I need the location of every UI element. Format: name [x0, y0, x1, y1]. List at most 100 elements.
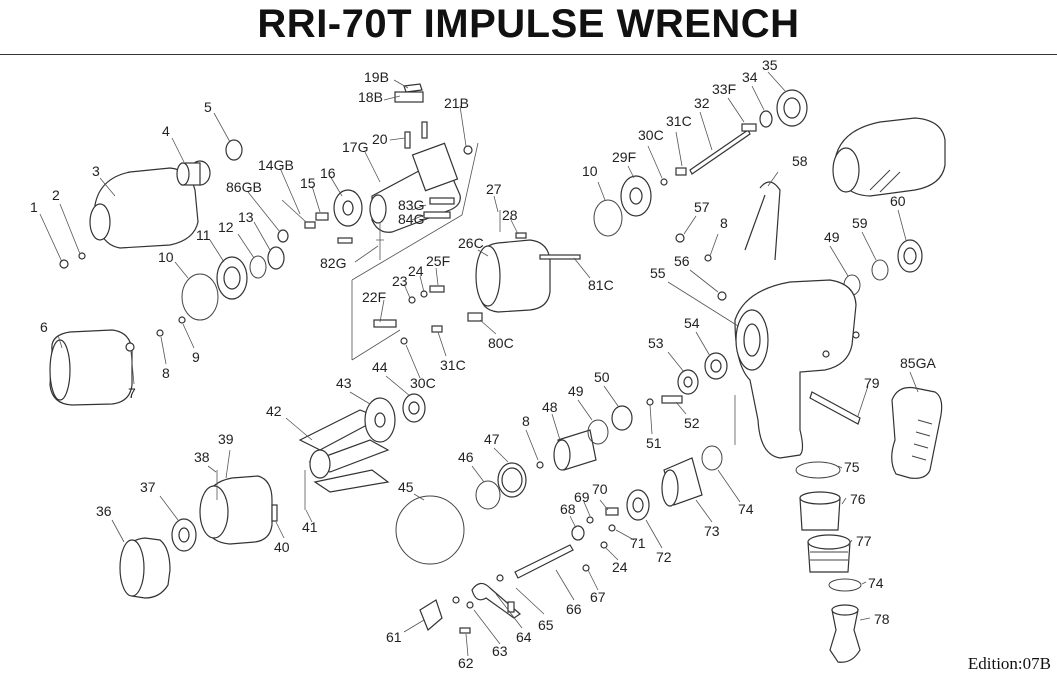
part-80c: [467, 312, 483, 322]
edition-label: Edition:07B: [967, 654, 1051, 673]
part-8b: [304, 221, 316, 229]
label: 9: [192, 349, 200, 365]
part-oring-74b: [828, 578, 862, 592]
label: 77: [856, 533, 872, 549]
label: 28: [502, 207, 518, 223]
part-56: [717, 291, 727, 301]
part-19b: [403, 83, 423, 93]
part-28: [515, 232, 527, 239]
label: 32: [694, 95, 710, 111]
label: 54: [684, 315, 700, 331]
label: 83G: [398, 197, 424, 213]
part-hammer-case: [89, 167, 199, 249]
part-9: [178, 316, 186, 324]
part-18b: [394, 91, 424, 103]
label: 74: [868, 575, 884, 591]
part-pin-16b: [337, 237, 353, 244]
part-86gb: [277, 229, 289, 243]
part-15: [315, 212, 329, 221]
label: 75: [844, 459, 860, 475]
label: 31C: [440, 357, 466, 373]
part-32: [689, 129, 751, 175]
label: 33F: [712, 81, 736, 97]
label: 27: [486, 181, 502, 197]
part-oring-10b: [593, 199, 623, 237]
part-64b: [507, 601, 515, 613]
label: 37: [140, 479, 156, 495]
label: 1: [30, 199, 38, 215]
label: 40: [274, 539, 290, 555]
label: 4: [162, 123, 170, 139]
label: 49: [824, 229, 840, 245]
label: 53: [648, 335, 664, 351]
part-rotor-42: [298, 409, 390, 493]
label: 68: [560, 501, 576, 517]
part-cylinder-cover-11: [216, 256, 248, 300]
part-8d: [536, 461, 544, 469]
part-number-labels: 1 2 3 4 5 6 7 8 9 10 11 12 13 14GB 86GB …: [30, 57, 936, 671]
part-63: [466, 601, 474, 609]
part-31c: [675, 167, 687, 176]
label: 14GB: [258, 157, 294, 173]
label: 84G: [398, 211, 424, 227]
part-24b: [600, 541, 608, 549]
part-oring-75: [795, 461, 841, 479]
label: 36: [96, 503, 112, 519]
part-grip-85ga: [891, 386, 943, 479]
page-title: RRI-70T IMPULSE WRENCH: [257, 2, 800, 46]
part-bearing-44: [402, 393, 426, 423]
label: 85GA: [900, 355, 936, 371]
label: 41: [302, 519, 318, 535]
part-oring-10: [181, 273, 219, 321]
part-31c-low: [431, 325, 443, 333]
part-52: [661, 395, 683, 404]
part-22f: [373, 319, 397, 328]
part-48: [553, 429, 597, 471]
label: 16: [320, 165, 336, 181]
label: 8: [720, 215, 728, 231]
part-25f: [429, 285, 445, 293]
part-62: [459, 627, 471, 634]
label: 6: [40, 319, 48, 335]
part-23: [408, 296, 416, 304]
part-73: [661, 457, 703, 507]
label: 15: [300, 175, 316, 191]
label: 18B: [358, 89, 383, 105]
part-oring-12: [249, 255, 267, 279]
label: 82G: [320, 255, 346, 271]
label: 35: [762, 57, 778, 73]
part-oring-59: [871, 259, 889, 281]
label: 24: [612, 559, 628, 575]
part-33f: [741, 123, 757, 132]
label: 71: [630, 535, 646, 551]
label: 29F: [612, 149, 636, 165]
part-21b: [463, 145, 473, 155]
label: 30C: [638, 127, 664, 143]
label: 52: [684, 415, 700, 431]
label: 30C: [410, 375, 436, 391]
part-70: [605, 507, 619, 516]
part-54: [704, 352, 728, 380]
part-53: [677, 369, 699, 395]
part-washer-2: [78, 252, 86, 260]
part-68: [571, 525, 585, 541]
label: 5: [204, 99, 212, 115]
label: 22F: [362, 289, 386, 305]
part-40: [271, 504, 278, 522]
part-61b: [452, 596, 460, 604]
part-ring-36: [119, 537, 171, 599]
part-84g: [423, 211, 451, 219]
part-83g: [429, 197, 455, 205]
part-76: [799, 491, 841, 531]
bracket-rotor-lower: [351, 329, 401, 361]
leader-lines: [39, 71, 919, 657]
part-61: [419, 599, 443, 632]
title-divider: [0, 54, 1057, 55]
part-58-hanger: [744, 181, 781, 261]
label: 3: [92, 163, 100, 179]
part-cylinder-39: [199, 475, 273, 545]
part-60: [897, 239, 923, 273]
part-64: [471, 582, 521, 619]
label: 56: [674, 253, 690, 269]
label: 67: [590, 589, 606, 605]
